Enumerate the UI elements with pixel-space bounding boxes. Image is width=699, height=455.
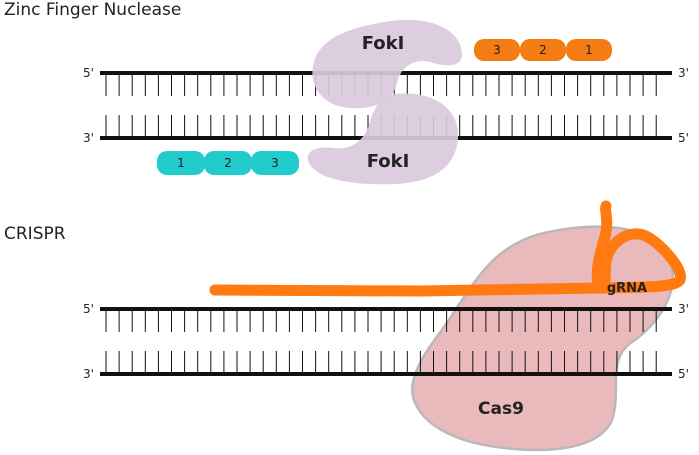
crispr-bottom-strand-ticks (105, 351, 657, 372)
crispr-bottom-right-end: 5' (678, 367, 689, 381)
zinc-finger-bottom-2 (204, 151, 252, 175)
crispr-dna-bottom-strand (100, 351, 672, 376)
zinc-finger-top-3 (566, 39, 612, 61)
crispr-dna-top-strand (100, 307, 672, 332)
zinc-finger-array-top: 3 2 1 (474, 39, 612, 61)
zinc-finger-bottom-2-label: 2 (224, 156, 232, 170)
zfn-top-left-end: 5' (83, 66, 94, 80)
zinc-finger-bottom-3-label: 3 (271, 156, 279, 170)
zinc-finger-top-2-label: 2 (539, 43, 547, 57)
crispr-top-strand-ticks (105, 311, 657, 332)
fokI-top-label: FokI (362, 33, 405, 54)
zinc-finger-top-1-label: 3 (493, 43, 501, 57)
fokI-bottom-label: FokI (367, 151, 410, 172)
fokI-top-domain (312, 19, 462, 109)
grna-label: gRNA (607, 281, 647, 296)
crispr-section-title: CRISPR (4, 224, 66, 244)
zinc-finger-array-bottom: 1 2 3 (157, 151, 299, 175)
grna-strand (209, 200, 686, 297)
zinc-finger-bottom-1-label: 1 (177, 156, 185, 170)
zfn-bottom-right-end: 5' (678, 131, 689, 145)
zinc-finger-top-3-label: 1 (585, 43, 593, 57)
cas9-protein (411, 225, 674, 452)
zinc-finger-bottom-1 (157, 151, 205, 175)
zfn-bottom-left-end: 3' (83, 131, 94, 145)
zinc-finger-bottom-3 (251, 151, 299, 175)
fokI-bottom-domain (307, 93, 459, 185)
crispr-top-right-end: 3' (678, 302, 689, 316)
zfn-section-title: Zinc Finger Nuclease (4, 0, 182, 20)
zinc-finger-top-2 (520, 39, 566, 61)
zinc-finger-top-1 (474, 39, 520, 61)
crispr-bottom-left-end: 3' (83, 367, 94, 381)
crispr-top-left-end: 5' (83, 302, 94, 316)
cas9-label: Cas9 (478, 399, 524, 419)
zfn-top-right-end: 3' (678, 66, 689, 80)
